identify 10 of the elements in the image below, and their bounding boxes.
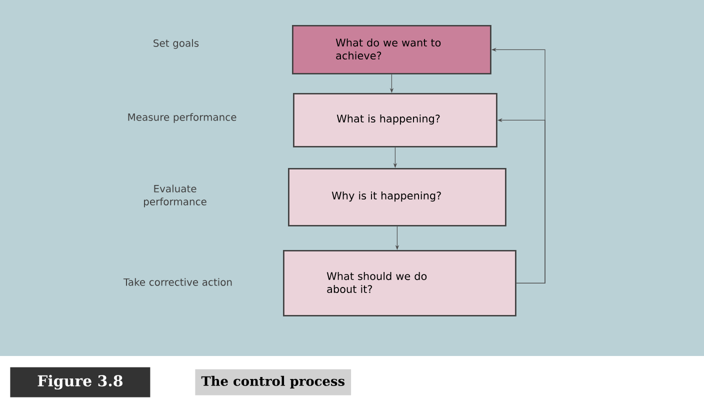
process-box: What should we do about it? <box>283 250 516 316</box>
step-label: Set goals <box>154 39 199 49</box>
process-box: Why is it happening? <box>288 168 506 226</box>
process-box: What is happening? <box>293 93 498 148</box>
step-label: Measure performance <box>128 113 236 123</box>
step-label: Evaluate performance <box>144 184 206 208</box>
figure-caption: The control process <box>195 369 352 396</box>
figure-number: Figure 3.8 <box>10 367 150 398</box>
process-box: What do we want to achieve? <box>292 25 492 74</box>
step-label: Take corrective action <box>123 278 232 286</box>
